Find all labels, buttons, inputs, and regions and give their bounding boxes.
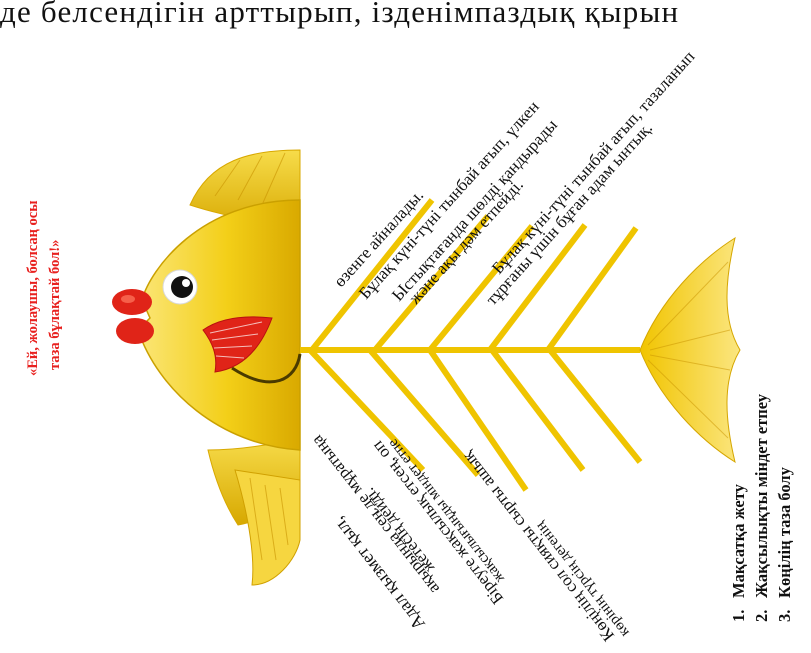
fish-tail	[640, 238, 740, 462]
anal-fin	[235, 470, 300, 585]
quote-line-1: «Ей, жолаушы, болсаң осы	[25, 200, 42, 376]
tail-list-item-1: 1.Мақсатқа жету	[729, 484, 749, 622]
tail-list-number: 1.	[729, 598, 749, 622]
quote-line-2: таза бұлақтай бол!»	[47, 240, 64, 370]
lower-lip	[116, 318, 154, 344]
upper-bone-5	[548, 228, 636, 350]
tail-list-number: 3.	[775, 598, 795, 622]
tail-list-item-3: 3.Көңілің таза болу	[775, 467, 795, 622]
quote-block: «Ей, жолаушы, болсаң осы таза бұлақтай б…	[25, 186, 47, 376]
tail-list-text: Жақсылықты міндет етпеу	[752, 394, 771, 598]
tail-list-item-2: 2.Жақсылықты міндет етпеу	[752, 394, 772, 622]
lower-bone-4	[492, 350, 583, 470]
tail-list-text: Көңілің таза болу	[775, 467, 794, 598]
tail-list-text: Мақсатқа жету	[729, 484, 748, 598]
tail-list-number: 2.	[752, 598, 772, 622]
